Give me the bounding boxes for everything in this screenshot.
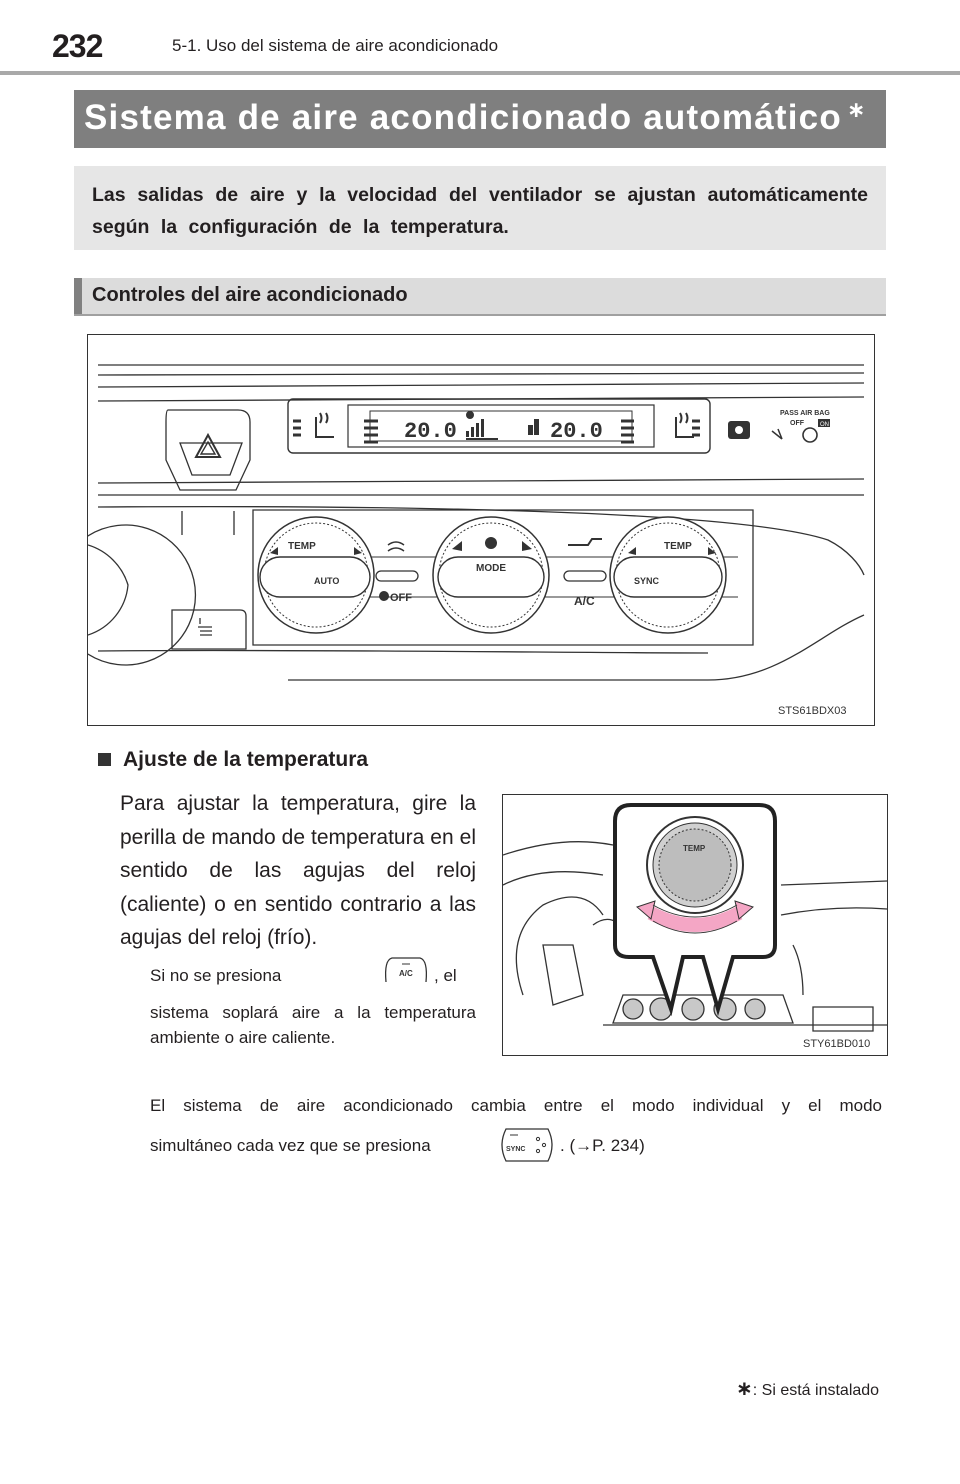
footnote-text: : Si está instalado (752, 1382, 880, 1399)
note1-end: , el (434, 966, 457, 985)
section-heading: Ajuste de la temperatura (98, 748, 368, 772)
section-reference: 5-1. Uso del sistema de aire acondiciona… (172, 36, 499, 55)
sync-button-icon: SYNC (501, 1128, 553, 1162)
footnote: ∗: Si está instalado (736, 1376, 879, 1401)
main-paragraph: Para ajustar la temperatura, gire la per… (120, 792, 476, 949)
page-title-bar: Sistema de aire acondicionado automático (74, 90, 886, 148)
airbag-off: OFF (790, 420, 805, 427)
square-bullet-icon (98, 753, 111, 766)
sync-icon-label: SYNC (506, 1146, 525, 1153)
control-panel-illustration: 20.0 20.0 PASS AIR BAG OFF ON TEMP (88, 364, 865, 681)
mode-label: MODE (476, 563, 506, 574)
display-left-temp: 20.0 (404, 419, 457, 444)
note2-line2: simultáneo cada vez que se presiona (150, 1136, 431, 1155)
right-knob-temp-label: TEMP (664, 541, 692, 552)
intro-box: Las salidas de aire y la velocidad del v… (74, 166, 886, 250)
figure2-code: STY61BD010 (803, 1038, 871, 1050)
off-label: OFF (390, 592, 412, 604)
page-title: Sistema de aire acondicionado automático (84, 98, 842, 137)
note1-start: Si no se presiona (150, 966, 282, 985)
page-number: 232 (52, 28, 103, 64)
intro-text: Las salidas de aire y la velocidad del v… (92, 184, 868, 238)
control-panel-figure: 20.0 20.0 PASS AIR BAG OFF ON TEMP (87, 334, 875, 726)
airbag-label: PASS AIR BAG (780, 410, 830, 417)
section-heading-text: Ajuste de la temperatura (123, 748, 369, 771)
header-rule (0, 71, 960, 75)
sync-label: SYNC (634, 576, 660, 586)
auto-label: AUTO (314, 576, 339, 586)
temp-knob-figure: TEMP STY61BD010 (502, 794, 888, 1056)
display-right-temp: 20.0 (550, 419, 603, 444)
left-knob-temp-label: TEMP (288, 541, 316, 552)
heading-rule (74, 314, 886, 316)
controls-heading-bar: Controles del aire acondicionado (74, 278, 886, 314)
ac-button-icon: A/C (384, 957, 428, 983)
airbag-on: ON (820, 422, 829, 428)
note1-rest: sistema soplará aire a la temperatura am… (150, 1003, 476, 1047)
ac-label: A/C (574, 594, 595, 608)
ac-icon-label: A/C (399, 969, 413, 978)
fig2-temp-label: TEMP (683, 844, 706, 853)
fan-icon (466, 411, 474, 419)
controls-heading: Controles del aire acondicionado (92, 284, 408, 306)
note2-line1: El sistema de aire acondicionado cambia … (150, 1096, 882, 1115)
heading-accent (74, 278, 82, 314)
note2-end: . (→P. 234) (560, 1136, 645, 1155)
temp-knob-illustration: TEMP (503, 803, 887, 1032)
note1-line1: Si no se presiona , el (150, 966, 476, 986)
figure1-code: STS61BDX03 (778, 705, 847, 717)
asterisk-icon: ∗ (847, 97, 866, 122)
footnote-asterisk-icon: ∗ (736, 1378, 753, 1400)
